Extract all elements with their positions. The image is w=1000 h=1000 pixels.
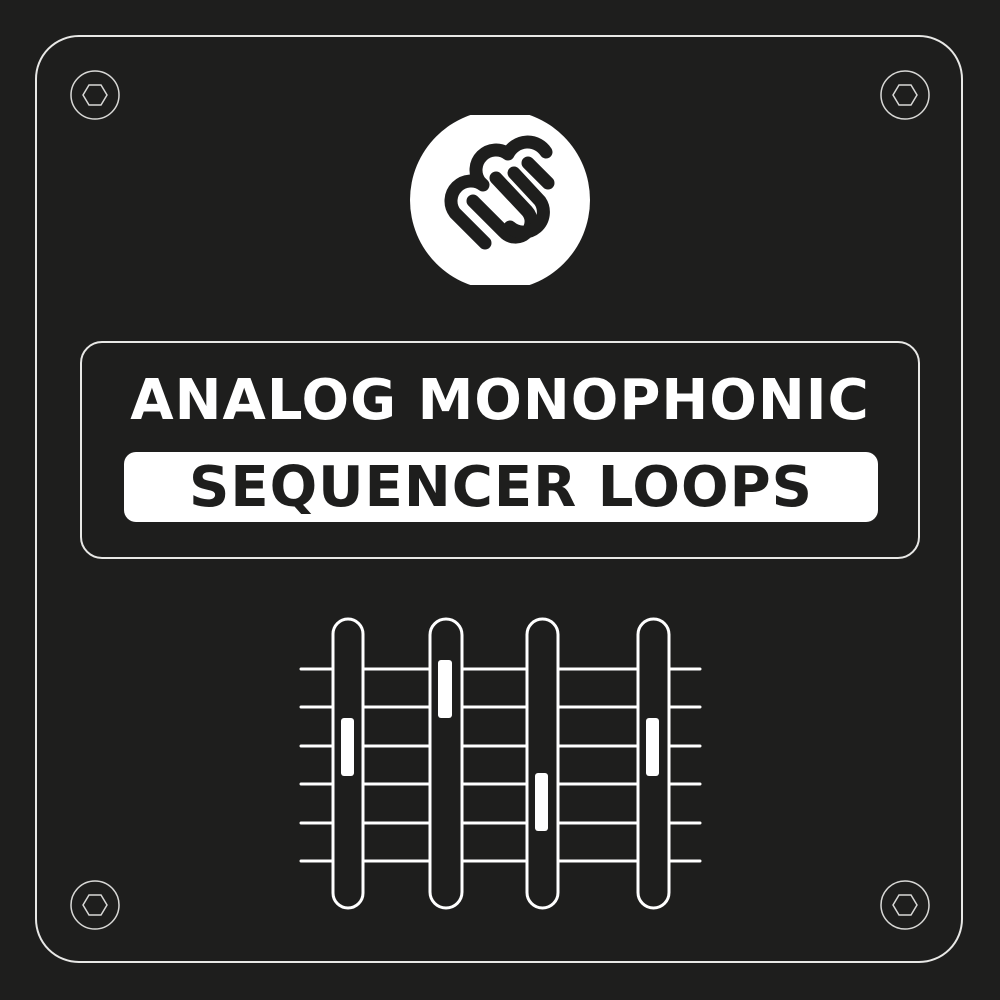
hex-screw-icon <box>70 880 120 930</box>
fader-knob-4 <box>646 718 659 776</box>
rail-lines <box>299 667 702 863</box>
hex-screw-icon <box>70 70 120 120</box>
title-box <box>80 341 920 559</box>
fader-track-3 <box>525 617 560 910</box>
title-line-2: SEQUENCER LOOPS <box>188 455 814 520</box>
hex-screw-icon <box>880 880 930 930</box>
ms-logo-icon <box>410 115 590 285</box>
fader-knob-1 <box>341 718 354 776</box>
panel-frame <box>35 35 963 963</box>
fader-knob-2 <box>438 660 452 718</box>
subtitle-pill <box>124 452 878 522</box>
title-line-1: ANALOG MONOPHONIC <box>130 368 870 433</box>
hex-screw-icon <box>880 70 930 120</box>
fader-knob-3 <box>535 773 548 831</box>
